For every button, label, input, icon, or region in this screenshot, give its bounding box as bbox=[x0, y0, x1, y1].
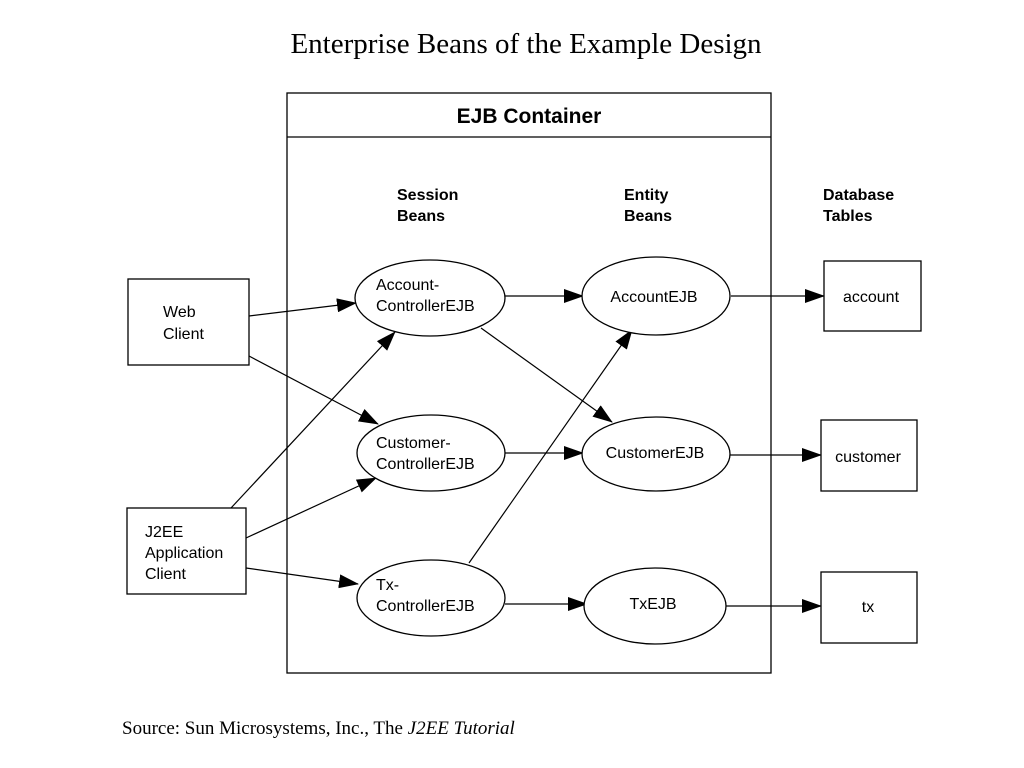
account-controller-ellipse bbox=[354, 259, 506, 337]
customer-controller-ellipse bbox=[356, 414, 506, 492]
source-citation: Source: Sun Microsystems, Inc., The J2EE… bbox=[122, 717, 515, 741]
customer-table: customer bbox=[820, 419, 918, 492]
account-ejb: AccountEJB bbox=[581, 256, 731, 336]
customer-ejb-label: CustomerEJB bbox=[606, 445, 705, 462]
customer-table-box bbox=[820, 419, 918, 492]
ejb-container-title: EJB Container bbox=[457, 105, 602, 128]
j2ee-client-box bbox=[126, 507, 247, 595]
j2ee-application-client: J2EE Application Client bbox=[126, 507, 247, 595]
tx-table: tx bbox=[820, 571, 918, 644]
database-tables-header: Database Tables bbox=[823, 187, 899, 225]
tx-ejb-ellipse bbox=[583, 567, 727, 645]
slide-title: Enterprise Beans of the Example Design bbox=[290, 28, 762, 60]
tx-ejb: TxEJB bbox=[583, 567, 727, 645]
web-client-box bbox=[127, 278, 250, 366]
tx-ejb-label: TxEJB bbox=[629, 596, 676, 613]
account-ejb-label: AccountEJB bbox=[610, 289, 697, 306]
customer-ejb-ellipse bbox=[581, 416, 731, 492]
account-table-label: account bbox=[843, 289, 900, 306]
arrow-j2ee-client-to-tx-controller bbox=[245, 567, 359, 589]
arrow-tx-controller-to-account-ejb bbox=[468, 329, 633, 564]
customer-ejb: CustomerEJB bbox=[581, 416, 731, 492]
session-beans-header: Session Beans bbox=[397, 187, 463, 225]
tx-table-label: tx bbox=[862, 599, 874, 616]
arrow-web-client-to-customer-controller bbox=[248, 355, 379, 425]
customer-controller-ejb: Customer- ControllerEJB bbox=[356, 414, 506, 492]
customer-controller-label: Customer- ControllerEJB bbox=[376, 435, 475, 473]
j2ee-client-label: J2EE Application Client bbox=[145, 524, 228, 583]
tx-table-box bbox=[820, 571, 918, 644]
web-client: Web Client bbox=[127, 278, 250, 366]
account-controller-ejb: Account- ControllerEJB bbox=[354, 259, 506, 337]
arrow-account-controller-to-customer-ejb bbox=[480, 327, 613, 423]
source-prefix: Source: Sun Microsystems, Inc., The bbox=[122, 718, 408, 739]
tx-controller-ejb: Tx- ControllerEJB bbox=[356, 559, 506, 637]
arrow-j2ee-client-to-customer-controller bbox=[245, 477, 377, 539]
account-table: account bbox=[823, 260, 922, 332]
arrow-j2ee-client-to-account-controller bbox=[230, 331, 396, 509]
account-ejb-ellipse bbox=[581, 256, 731, 336]
tx-controller-ellipse bbox=[356, 559, 506, 637]
tx-controller-label: Tx- ControllerEJB bbox=[376, 577, 475, 615]
entity-beans-header: Entity Beans bbox=[624, 187, 673, 225]
web-client-label: Web Client bbox=[163, 304, 204, 343]
customer-table-label: customer bbox=[835, 449, 901, 466]
account-controller-label: Account- ControllerEJB bbox=[376, 277, 475, 315]
account-table-box bbox=[823, 260, 922, 332]
source-work-title: J2EE Tutorial bbox=[407, 718, 515, 739]
connections bbox=[230, 289, 825, 613]
arrow-web-client-to-account-controller bbox=[248, 298, 357, 317]
